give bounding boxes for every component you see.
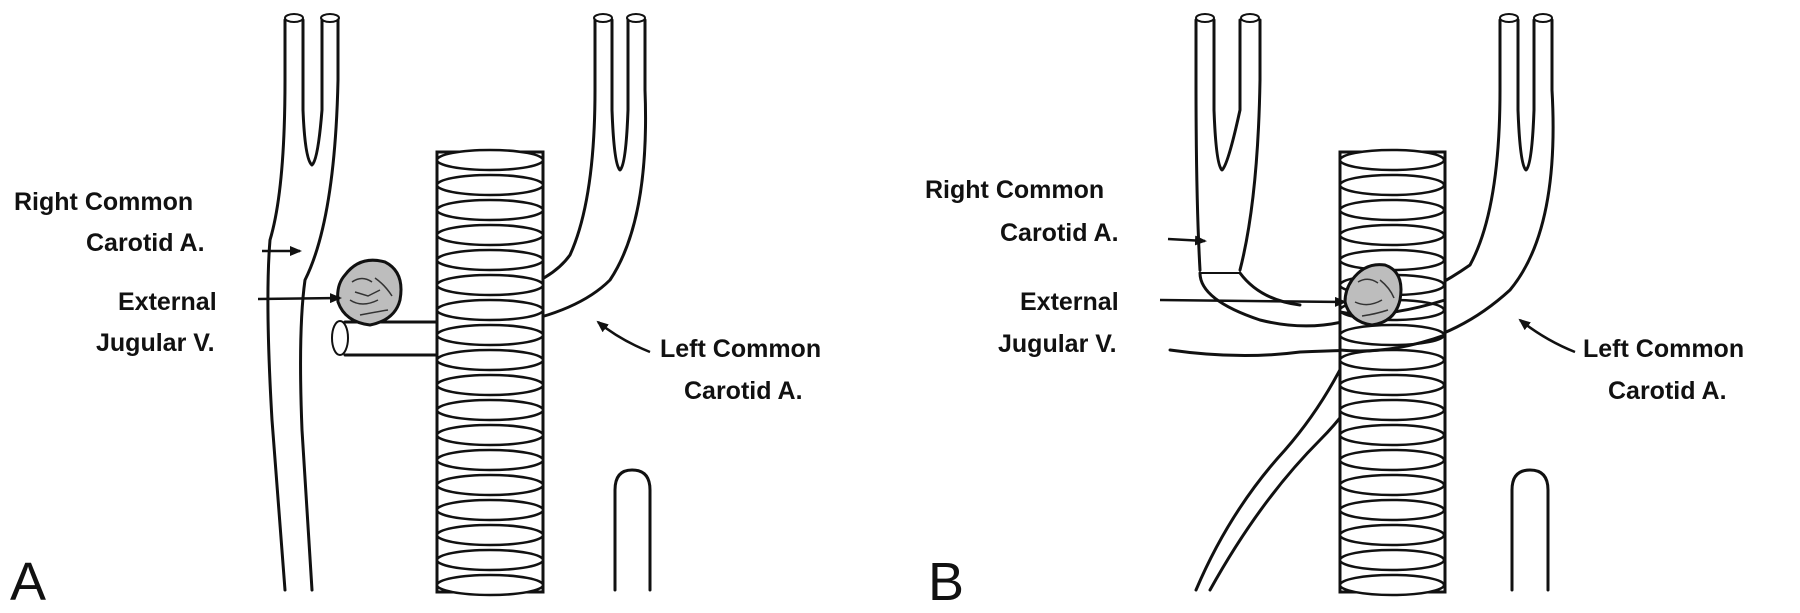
trachea-rings-b xyxy=(1338,148,1446,597)
panel-b: Right Common Carotid A. External Jugular… xyxy=(925,13,1744,612)
right-common-carotid-vessel-b xyxy=(1194,13,1262,274)
svg-text:Carotid A.: Carotid A. xyxy=(86,229,205,257)
svg-text:Carotid A.: Carotid A. xyxy=(1608,377,1727,405)
panel-a: Right Common Carotid A. External Jugular… xyxy=(10,13,821,612)
panel-letter-a: A xyxy=(10,552,46,612)
svg-text:Right Common: Right Common xyxy=(14,188,193,216)
svg-text:Left Common: Left Common xyxy=(660,335,821,363)
label-left-common-carotid-a: Left Common Carotid A. xyxy=(660,335,821,405)
trachea-rings-a xyxy=(435,148,545,597)
svg-text:Carotid A.: Carotid A. xyxy=(1000,219,1119,247)
svg-text:Jugular V.: Jugular V. xyxy=(998,330,1117,358)
svg-text:Jugular V.: Jugular V. xyxy=(96,329,215,357)
label-right-common-carotid-b: Right Common Carotid A. xyxy=(925,176,1119,247)
label-external-jugular-b: External Jugular V. xyxy=(998,288,1119,358)
trachea-b xyxy=(1338,148,1447,597)
arrow-left-common-carotid-b xyxy=(1518,318,1576,354)
label-external-jugular-a: External Jugular V. xyxy=(96,288,217,357)
anastomosis-mass-a xyxy=(336,258,403,327)
arrow-external-jugular-b xyxy=(1159,296,1347,307)
svg-text:External: External xyxy=(118,288,217,316)
graft-tube-a xyxy=(331,320,447,357)
trachea-a xyxy=(435,148,545,597)
label-right-common-carotid-a: Right Common Carotid A. xyxy=(14,188,205,257)
arrow-left-common-carotid-a xyxy=(596,320,651,354)
svg-text:External: External xyxy=(1020,288,1119,316)
svg-text:Right Common: Right Common xyxy=(925,176,1104,204)
svg-text:Left Common: Left Common xyxy=(1583,335,1744,363)
right-common-carotid-vessel-a xyxy=(266,13,340,592)
label-left-common-carotid-b: Left Common Carotid A. xyxy=(1583,335,1744,405)
arrow-external-jugular-a xyxy=(257,293,342,304)
panel-letter-b: B xyxy=(928,552,964,612)
svg-text:Carotid A.: Carotid A. xyxy=(684,377,803,405)
arrow-right-common-carotid-b xyxy=(1167,235,1207,246)
